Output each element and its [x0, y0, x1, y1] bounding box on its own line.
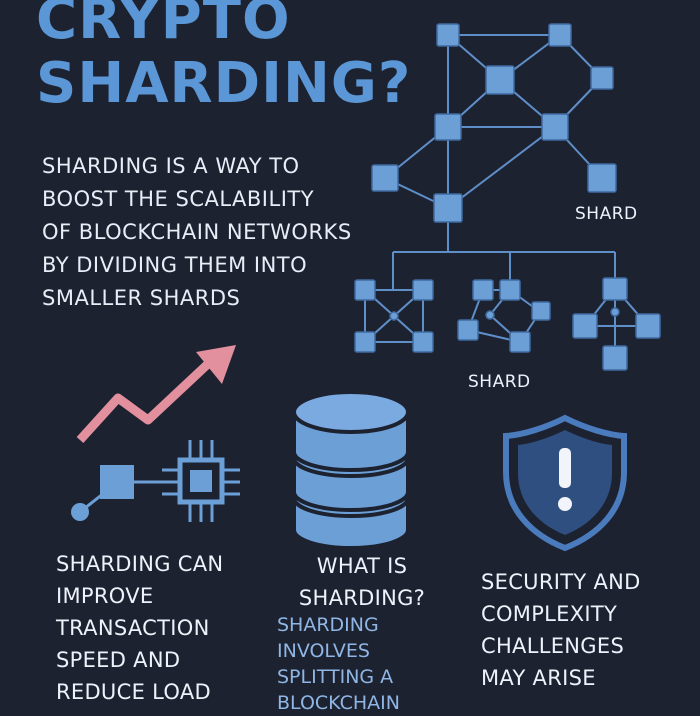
- database-icon: [292, 390, 410, 550]
- shard-label-bottom: SHARD: [468, 372, 531, 392]
- shield-alert-icon: [503, 414, 627, 552]
- what-is-sharding-body: SHARDING INVOLVES SPLITTING A BLOCKCHAIN: [277, 614, 400, 714]
- shard-network-diagram: [71, 23, 661, 552]
- benefit-text: SHARDING CAN IMPROVE TRANSACTION SPEED A…: [56, 552, 224, 704]
- what-is-sharding-heading: WHAT IS SHARDING?: [298, 554, 426, 610]
- chip-icon: [71, 440, 240, 522]
- shard-label-top: SHARD: [575, 204, 638, 224]
- page-title: CRYPTO SHARDING?: [36, 0, 412, 116]
- challenges-text: SECURITY AND COMPLEXITY CHALLENGES MAY A…: [481, 570, 641, 690]
- trend-arrow-icon: [76, 345, 236, 444]
- intro-text: SHARDING IS A WAY TO BOOST THE SCALABILI…: [42, 154, 352, 310]
